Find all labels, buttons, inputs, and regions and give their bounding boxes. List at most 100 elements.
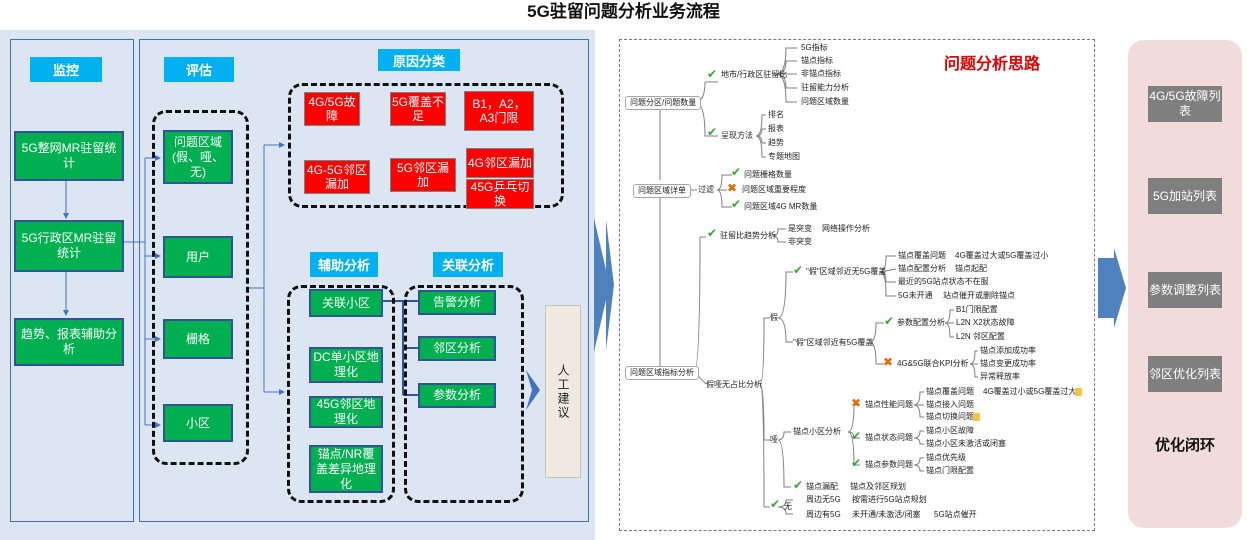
note-icon: [1075, 388, 1082, 396]
mm-mute-a-item: 锚点小区故障: [926, 426, 974, 435]
mm-fake-b-item: 4G&5G联合KPI分析: [897, 359, 969, 368]
cause-item-3[interactable]: B1，A2，A3门限: [464, 91, 534, 131]
rel-item-alarm[interactable]: 告警分析: [418, 290, 496, 315]
cross-icon: ✖: [727, 181, 738, 195]
mm-filter-item: 问题区域4G MR数量: [744, 202, 818, 211]
check-icon: ✔: [884, 314, 895, 328]
mm-mute-a-item: 锚点状态问题: [865, 433, 913, 442]
cross-icon: ✖: [851, 396, 862, 410]
monitor-item-2[interactable]: 5G行政区MR驻留统计: [14, 220, 124, 272]
check-icon: ✔: [793, 263, 804, 277]
mm-fake-b-item: 参数配置分析: [897, 318, 945, 327]
mm-mute-a-item: 锚点性能问题: [865, 400, 913, 409]
mm-none-item: 周边无5G: [806, 495, 841, 504]
aux-header: 辅助分析: [310, 252, 378, 277]
mm-group-a-item: 非锚点指标: [801, 69, 841, 78]
mm-root-3: 问题区域指标分析: [625, 366, 699, 380]
mm-mute-a-item: 锚点接入问题: [926, 400, 974, 409]
cause-item-2[interactable]: 5G覆盖不足: [390, 92, 446, 126]
assess-item-cell[interactable]: 小区: [163, 404, 233, 442]
rel-item-param[interactable]: 参数分析: [418, 383, 496, 408]
mm-mute-b-label: 锚点漏配: [806, 482, 838, 491]
cause-item-7[interactable]: 45G乒乓切换: [466, 179, 534, 209]
mm-fake-b-item: L2N X2状态故障: [956, 318, 1015, 327]
mm-none-item: 未开通/未激活/闭塞: [852, 510, 921, 519]
check-icon: ✔: [707, 226, 718, 240]
big-arrow-1: [594, 218, 614, 352]
list-neighbor-opt[interactable]: 邻区优化列表: [1148, 356, 1222, 392]
mm-group-b-item: 专题地图: [768, 152, 800, 161]
aux-group: [287, 285, 395, 503]
mm-root-1: 问题分区/问题数量: [625, 96, 702, 110]
rel-header: 关联分析: [433, 252, 503, 277]
aux-item-anchor-nr[interactable]: 锚点/NR覆盖差异地理化: [309, 445, 383, 493]
mm-filter-label: 过滤: [698, 185, 714, 194]
mm-none-item: 5G站点催开: [934, 510, 977, 519]
cause-item-6[interactable]: 4G邻区漏加: [466, 148, 534, 178]
mm-mute-a-item: 锚点覆盖问题: [926, 387, 974, 396]
mm-fake-a-label: "假"区域邻近无5G覆盖: [806, 267, 887, 276]
mm-group-a-item: 锚点指标: [801, 56, 833, 65]
aux-item-related-cell[interactable]: 关联小区: [309, 289, 383, 317]
mindmap-panel: [619, 39, 1095, 531]
mm-group-a-item: 驻留能力分析: [801, 83, 849, 92]
check-icon: ✔: [793, 478, 804, 492]
monitor-panel: [10, 39, 134, 522]
mm-fake-a-item: 锚点配置分析: [898, 264, 946, 273]
mm-root-2: 问题区域详单: [633, 184, 691, 198]
list-fault[interactable]: 4G/5G故障列表: [1148, 86, 1222, 122]
assess-header: 评估: [164, 57, 234, 82]
aux-item-dc-cell[interactable]: DC单小区地理化: [309, 347, 383, 383]
assess-group: [152, 110, 249, 465]
cause-item-5[interactable]: 5G邻区漏加: [390, 158, 456, 192]
mm-mute-a-item: 锚点门限配置: [926, 466, 974, 475]
mm-group-a-label: 地市/行政区驻留比: [721, 70, 788, 79]
mm-group-a-item: 5G指标: [801, 43, 828, 52]
mm-ratio-label: 假哑无占比分析: [706, 380, 762, 389]
mm-fake-a-item: 锚点覆盖问题: [898, 251, 946, 260]
check-icon: ✔: [770, 497, 781, 511]
mm-mute-b-item: 锚点及邻区规划: [850, 482, 906, 491]
list-add-site[interactable]: 5G加站列表: [1148, 178, 1222, 214]
mm-group-a-item: 问题区域数量: [801, 97, 849, 106]
mm-fake-a-item: 最近的5G站点状态不在服: [898, 277, 989, 286]
monitor-header: 监控: [30, 57, 102, 82]
rel-group: [404, 285, 524, 503]
monitor-item-3[interactable]: 趋势、报表辅助分析: [14, 318, 124, 366]
assess-item-user[interactable]: 用户: [163, 236, 233, 278]
mm-fake-b-label: "假"区域邻近有5G覆盖: [793, 338, 874, 347]
list-param-adjust[interactable]: 参数调整列表: [1148, 272, 1222, 308]
rel-item-neighbor[interactable]: 邻区分析: [418, 336, 496, 361]
note-icon: [973, 413, 980, 421]
aux-item-45g-neighbor[interactable]: 45G邻区地理化: [309, 396, 383, 428]
check-icon: ✔: [731, 197, 742, 211]
mm-fake-b-item: 异常释放率: [980, 372, 1020, 381]
mm-trend-item: 是突变: [788, 224, 812, 233]
mm-filter-item: 问题栅格数量: [744, 170, 792, 179]
assess-item-problem-area[interactable]: 问题区域(假、哑、无): [163, 130, 233, 184]
big-arrow-2: [1098, 248, 1126, 328]
mm-fake-a-item: 锚点起配: [955, 264, 987, 273]
mm-filter-item: 问题区域重要程度: [742, 185, 806, 194]
cause-item-4[interactable]: 4G-5G邻区漏加: [304, 160, 370, 194]
cross-icon: ✖: [883, 355, 894, 369]
check-icon: ✔: [851, 456, 862, 470]
mm-fake-a-item: 5G未开通: [898, 291, 933, 300]
manual-suggestion-label: 人工建议: [556, 363, 570, 420]
mm-none-label: 无: [784, 502, 792, 511]
mm-mute-a-item: 4G覆盖过小或5G覆盖过大: [983, 387, 1077, 396]
mm-mute-label: 哑: [770, 435, 778, 444]
cause-group: [288, 83, 564, 208]
cause-item-1[interactable]: 4G/5G故障: [304, 92, 360, 126]
check-icon: ✔: [707, 125, 718, 139]
mm-mute-a-item: 锚点优先级: [926, 453, 966, 462]
mm-group-b-item: 报表: [768, 124, 784, 133]
mindmap-title: 问题分析思路: [944, 56, 1041, 73]
assess-item-grid[interactable]: 栅格: [163, 319, 233, 359]
monitor-item-1[interactable]: 5G整网MR驻留统计: [14, 131, 124, 181]
right-arrow-small: [526, 370, 540, 410]
mm-mute-a-item: 锚点小区未激活或闭塞: [926, 439, 1006, 448]
cause-header: 原因分类: [378, 49, 460, 71]
check-icon: ✔: [731, 165, 742, 179]
mm-trend-item: 网络操作分析: [822, 224, 870, 233]
